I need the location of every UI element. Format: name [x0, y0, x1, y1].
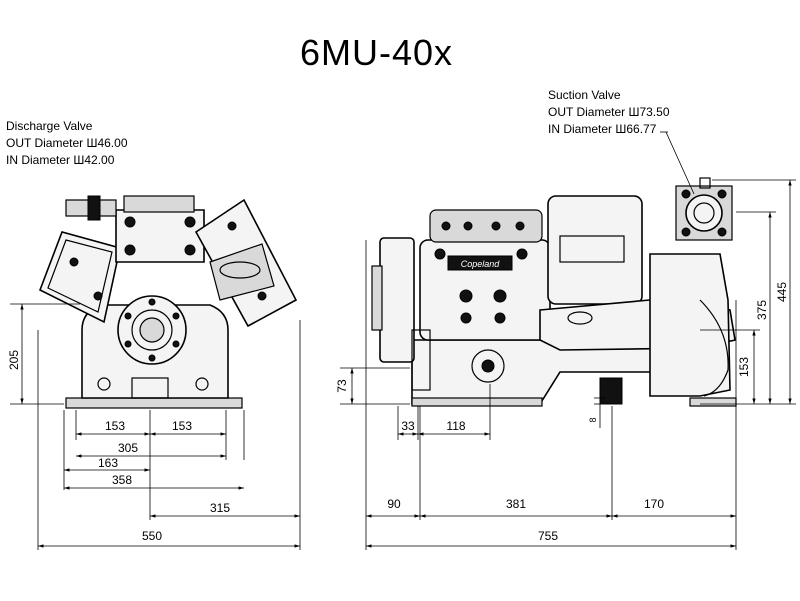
terminal-box — [547, 195, 643, 305]
side-rear-foot — [599, 377, 623, 405]
dim-358: 358 — [112, 473, 132, 487]
dim-163: 163 — [98, 456, 118, 470]
suction-housing — [649, 253, 731, 397]
dim-33: 33 — [401, 419, 415, 433]
dim-90: 90 — [387, 497, 401, 511]
side-base-foot — [411, 397, 543, 407]
side-dimension-values: 73 33 118 8 90 381 170 755 153 375 445 — [335, 282, 789, 543]
discharge-in-diameter: IN Diameter Ш42.00 — [6, 153, 115, 167]
side-dimension-lines — [340, 179, 796, 550]
side-oil-sight — [471, 349, 505, 383]
oil-pump-end — [379, 237, 415, 363]
suction-out-diameter: OUT Diameter Ш73.50 — [548, 105, 670, 119]
front-dimension-lines — [10, 303, 301, 550]
discharge-valve-label: Discharge Valve OUT Diameter Ш46.00 IN D… — [6, 118, 128, 169]
side-head-bolts — [434, 221, 528, 324]
brand-badge — [447, 255, 513, 271]
suction-valve-label: Suction Valve OUT Diameter Ш73.50 IN Dia… — [548, 87, 670, 138]
dim-73: 73 — [335, 379, 349, 393]
front-view — [38, 195, 298, 409]
model-title: 6MU-40x — [300, 32, 454, 73]
dim-445: 445 — [775, 282, 789, 302]
dim-315: 315 — [210, 501, 230, 515]
dim-8: 8 — [588, 417, 598, 422]
dim-375: 375 — [755, 300, 769, 320]
front-valve-bolts — [69, 216, 267, 301]
dim-170: 170 — [644, 497, 664, 511]
suction-leader — [665, 131, 695, 195]
dim-305: 305 — [118, 441, 138, 455]
dim-153-side: 153 — [737, 357, 751, 377]
dim-153-left: 153 — [105, 419, 125, 433]
dim-550: 550 — [142, 529, 162, 543]
dim-755: 755 — [538, 529, 558, 543]
discharge-valve-name: Discharge Valve — [6, 119, 93, 133]
dim-153-right: 153 — [172, 419, 192, 433]
side-view: Copeland — [371, 177, 737, 407]
front-base-plate — [65, 397, 243, 409]
dim-118: 118 — [446, 419, 465, 433]
dim-205: 205 — [7, 350, 21, 370]
suction-valve-name: Suction Valve — [548, 88, 621, 102]
discharge-out-diameter: OUT Diameter Ш46.00 — [6, 136, 128, 150]
suction-in-diameter: IN Diameter Ш66.77 — [548, 122, 657, 136]
front-dimension-values: 205 153 153 305 163 358 315 550 — [7, 350, 230, 543]
dim-381: 381 — [506, 497, 526, 511]
side-top-valve-plate — [429, 209, 543, 243]
brand-badge-text: Copeland — [461, 259, 501, 269]
front-hub-bolts — [124, 298, 180, 362]
